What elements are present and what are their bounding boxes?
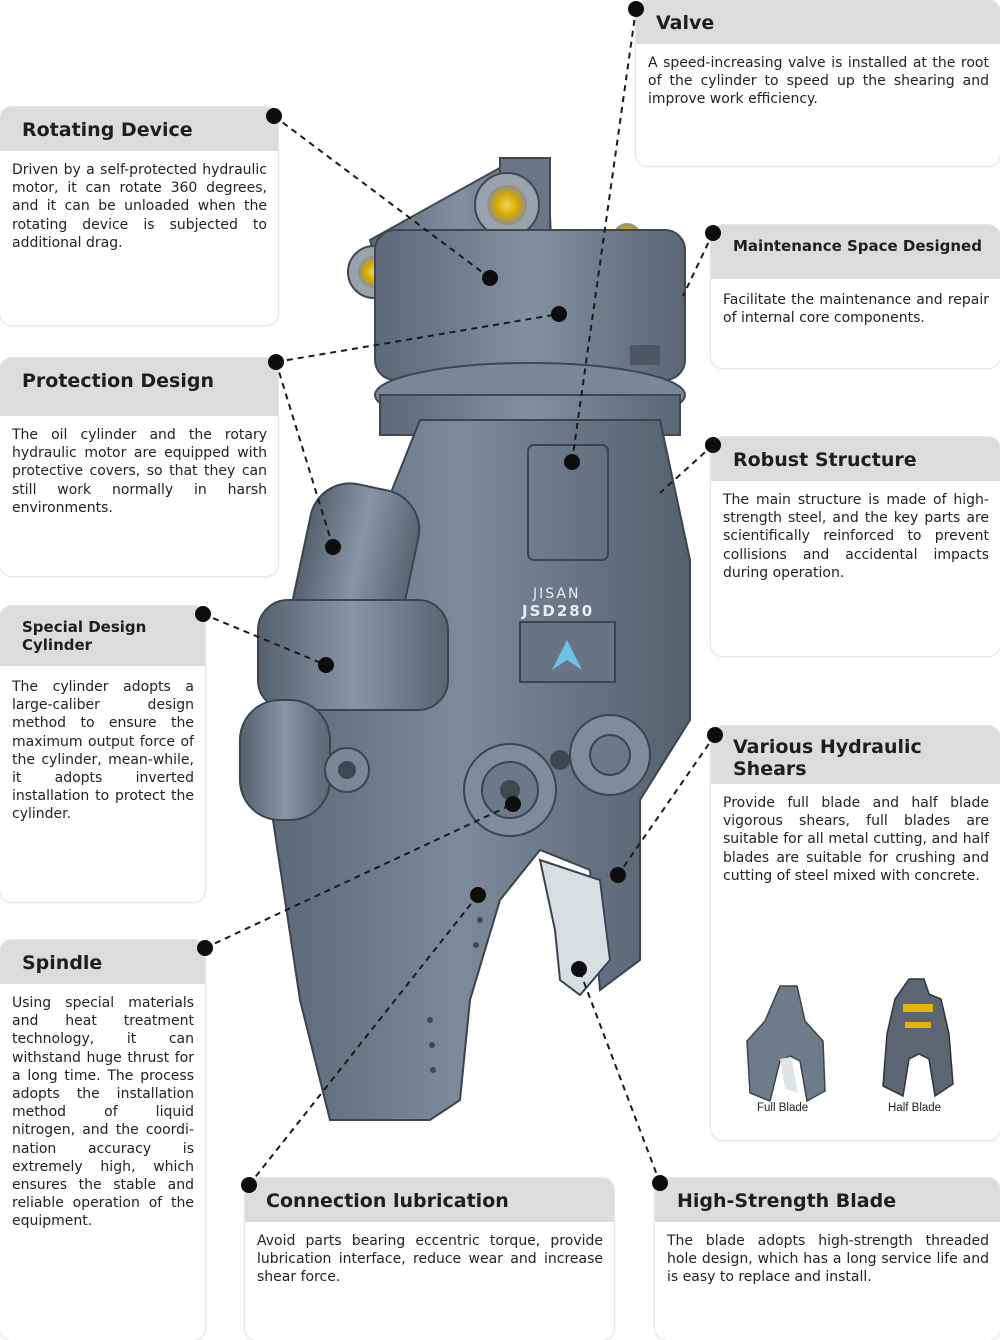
full-blade-thumbnail [746,985,826,1103]
robust-structure-card: Robust Structure The main structure is m… [711,437,1000,656]
connection-lubrication-card: Connection lubrication Avoid parts beari… [245,1178,614,1340]
model-label: JSD280 [521,602,594,620]
high-strength-blade-text: The blade adopts high-strength threaded … [667,1233,989,1286]
half-blade-thumbnail [882,978,954,1098]
maintenance-card: Maintenance Space Designed Facilitate th… [711,225,1000,368]
valve-card: Valve A speed-increasing valve is instal… [636,0,1000,166]
maintenance-title: Maintenance Space Designed [711,225,1000,281]
high-strength-blade-card: High-Strength Blade The blade adopts hig… [655,1178,1000,1340]
hydraulic-shears-card: Various Hydraulic Shears Provide full bl… [711,726,1000,1140]
connection-lubrication-text: Avoid parts bearing eccentric torque, pr… [257,1233,603,1286]
robust-structure-text: The main structure is made of high-stren… [723,492,989,581]
hydraulic-shears-title: Various Hydraulic Shears [711,726,1000,786]
hydraulic-shears-text: Provide full blade and half blade vigoro… [723,795,989,884]
protection-card: Protection Design The oil cylinder and t… [0,358,278,576]
spindle-text: Using special materials and heat treatme… [12,995,194,1230]
protection-text: The oil cylinder and the rotary hydrauli… [12,427,267,516]
rotating-device-title: Rotating Device [0,107,278,153]
valve-text: A speed-increasing valve is installed at… [648,55,989,108]
full-blade-label: Full Blade [757,1102,809,1114]
rotating-device-text: Driven by a self-protected hydraulic mot… [12,162,267,251]
spindle-card: Spindle Using special materials and heat… [0,940,205,1340]
high-strength-blade-title: High-Strength Blade [655,1178,1000,1224]
half-blade-label: Half Blade [888,1102,942,1114]
protection-title: Protection Design [0,358,278,418]
rotating-device-card: Rotating Device Driven by a self-protect… [0,107,278,325]
rotating-housing [374,229,686,436]
connection-lubrication-title: Connection lubrication [245,1178,614,1224]
brand-label: JISAN [532,586,580,602]
robust-structure-title: Robust Structure [711,437,1000,483]
special-cylinder-title: Special Design Cylinder [0,606,205,668]
special-cylinder-text: The cylinder adopts a large-caliber desi… [12,679,194,823]
spindle-title: Spindle [0,940,205,986]
special-cylinder-card: Special Design Cylinder The cylinder ado… [0,606,205,902]
valve-title: Valve [636,0,1000,46]
maintenance-text: Facilitate the maintenance and repair of… [723,292,989,327]
